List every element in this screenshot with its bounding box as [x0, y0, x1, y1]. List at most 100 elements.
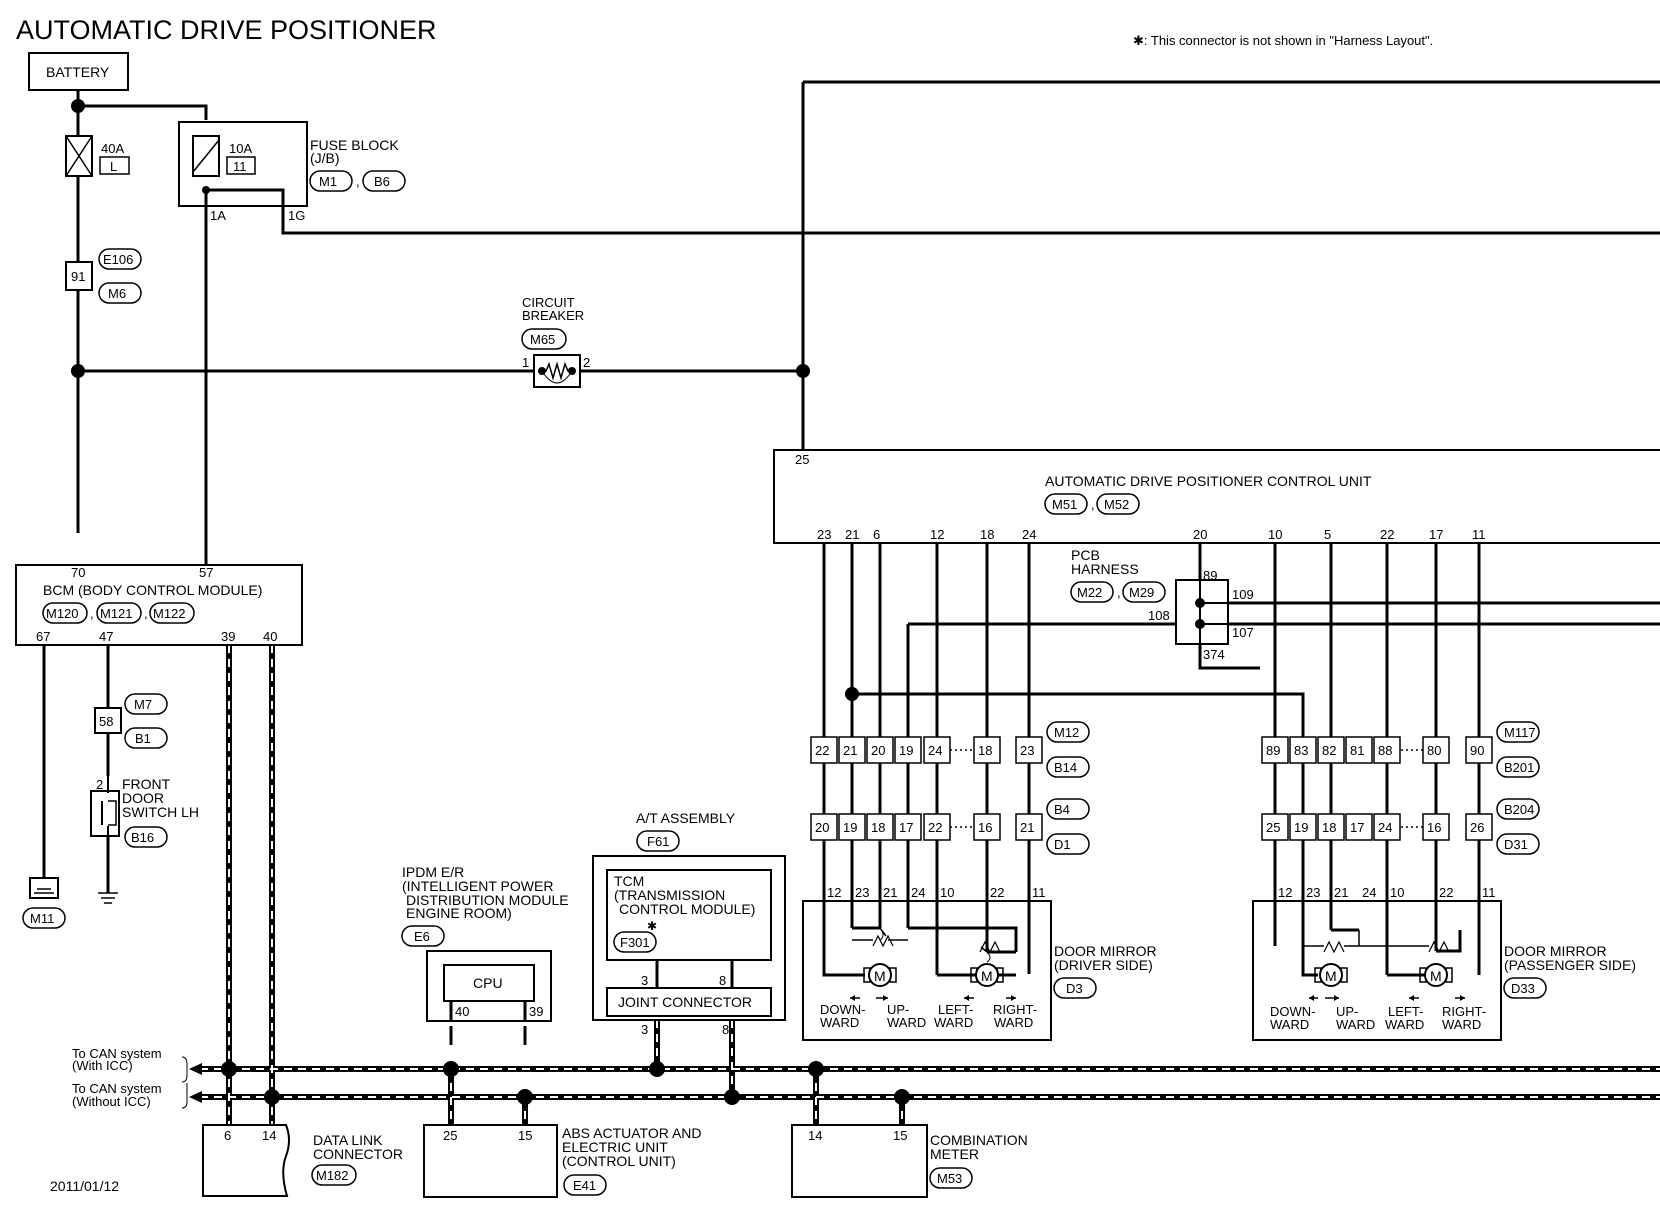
svg-text:To CAN system: To CAN system [72, 1046, 162, 1061]
ipdm-er: IPDM E/R (INTELLIGENT POWER DISTRIBUTION… [401, 864, 569, 1022]
svg-text:(CONTROL UNIT): (CONTROL UNIT) [562, 1153, 676, 1169]
svg-text:40: 40 [455, 1004, 469, 1019]
svg-text:(J/B): (J/B) [310, 150, 340, 166]
adp-pin-label: 20 [1193, 527, 1207, 542]
mirror-pin-label: 11 [1482, 885, 1496, 900]
connector-m7: 58 M7 B1 [94, 693, 168, 749]
conn-b201-badge [1496, 756, 1540, 778]
svg-text:UP-: UP- [1336, 1004, 1358, 1019]
mirror-pin-label: 23 [1306, 885, 1320, 900]
svg-text:M11: M11 [30, 911, 54, 926]
svg-text:3: 3 [641, 1022, 648, 1037]
front-door-switch: 2 FRONT DOOR SWITCH LH B16 [90, 776, 199, 904]
svg-text:WARD: WARD [887, 1015, 926, 1030]
pass-row1-pin-label: 81 [1350, 743, 1364, 758]
driver-row1-pin-box [1015, 736, 1043, 764]
svg-text:1G: 1G [288, 208, 305, 223]
svg-text:B16: B16 [131, 830, 154, 845]
svg-text:39: 39 [221, 629, 235, 644]
mirror-pin-label: 21 [883, 885, 897, 900]
svg-text:AUTOMATIC DRIVE POSITIONER CON: AUTOMATIC DRIVE POSITIONER CONTROL UNIT [1045, 473, 1372, 489]
driver-row2-pin-label: 21 [1020, 820, 1034, 835]
svg-text:E106: E106 [103, 252, 133, 267]
pass-row2-pin-box [1465, 813, 1493, 841]
conn-b4-label: B4 [1054, 802, 1070, 817]
driver-row2-pin-box [810, 813, 838, 841]
driver-row2-pin-label: 16 [978, 820, 992, 835]
mirror-pin-label: 22 [990, 885, 1004, 900]
svg-text:89: 89 [1203, 568, 1217, 583]
svg-text:E41: E41 [573, 1178, 596, 1193]
pass-row2-pin-box [1261, 813, 1289, 841]
conn-b14-label: B14 [1054, 760, 1077, 775]
connector-e106: 91 E106 M6 [65, 248, 142, 304]
svg-text:FUSE BLOCK: FUSE BLOCK [310, 137, 399, 153]
svg-text:IPDM E/R: IPDM E/R [402, 864, 464, 880]
svg-text:58: 58 [99, 714, 113, 729]
adp-pin-label: 24 [1022, 527, 1036, 542]
svg-text:F301: F301 [620, 935, 650, 950]
circuit-breaker: CIRCUIT BREAKER M65 1 2 [521, 295, 590, 388]
svg-text:WARD: WARD [994, 1015, 1033, 1030]
svg-text:(TRANSMISSION: (TRANSMISSION [614, 887, 725, 903]
svg-text:ENGINE ROOM): ENGINE ROOM) [406, 905, 512, 921]
svg-text:8: 8 [719, 973, 726, 988]
svg-text:WARD: WARD [1385, 1017, 1424, 1032]
svg-text:D3: D3 [1066, 981, 1083, 996]
svg-text:CIRCUIT: CIRCUIT [522, 295, 575, 310]
svg-text:1: 1 [522, 355, 529, 370]
adp-control-unit: 25 AUTOMATIC DRIVE POSITIONER CONTROL UN… [773, 449, 1660, 544]
pass-row1-pin-box [1422, 736, 1450, 764]
svg-text:M120: M120 [46, 606, 79, 621]
driver-row1-pin-box [810, 736, 838, 764]
pass-row1-pin-label: 83 [1294, 743, 1308, 758]
svg-text:DOOR MIRROR: DOOR MIRROR [1504, 943, 1607, 959]
svg-text:,: , [90, 606, 94, 621]
battery: BATTERY [28, 52, 129, 91]
svg-text:(Without ICC): (Without ICC) [72, 1094, 151, 1109]
driver-row2-pin-box [923, 813, 951, 841]
svg-text:67: 67 [36, 629, 50, 644]
svg-text:8: 8 [722, 1022, 729, 1037]
pass-row2-pin-label: 17 [1350, 820, 1364, 835]
svg-text:6: 6 [224, 1128, 231, 1143]
conn-m117-label: M117 [1504, 725, 1536, 740]
mirror-pin-label: 10 [940, 885, 954, 900]
conn-b204-label: B204 [1504, 802, 1534, 817]
pass-row2-pin-label: 24 [1378, 820, 1392, 835]
driver-row2-pin-label: 20 [815, 820, 829, 835]
driver-row2-pin-label: 19 [843, 820, 857, 835]
mirror-pin-label: 24 [1362, 885, 1376, 900]
svg-text:2: 2 [96, 777, 103, 792]
pass-row2-pin-label: 19 [1294, 820, 1308, 835]
adp-pin-label: 11 [1472, 527, 1486, 542]
svg-text:,: , [144, 606, 148, 621]
adp-pin-label: 23 [817, 527, 831, 542]
mirror-pin-label: 21 [1334, 885, 1348, 900]
pass-row1-pin-box [1465, 736, 1493, 764]
svg-text:LEFT-: LEFT- [938, 1002, 973, 1017]
svg-text:METER: METER [930, 1146, 979, 1162]
svg-text:14: 14 [808, 1128, 822, 1143]
abs-actuator: 25 15 ABS ACTUATOR AND ELECTRIC UNIT (CO… [423, 1124, 702, 1198]
svg-text:57: 57 [199, 565, 213, 580]
svg-text:15: 15 [893, 1128, 907, 1143]
pass-row2-pin-box [1317, 813, 1345, 841]
svg-text:UP-: UP- [887, 1002, 909, 1017]
svg-text:M29: M29 [1129, 585, 1154, 600]
mirror-pin-label: 23 [855, 885, 869, 900]
adp-pin-label: 18 [980, 527, 994, 542]
date-stamp: 2011/01/12 [50, 1178, 119, 1194]
page-title: AUTOMATIC DRIVE POSITIONER [16, 15, 437, 45]
svg-text:,: , [356, 174, 360, 189]
driver-row1-pin-label: 24 [928, 743, 942, 758]
svg-text:COMBINATION: COMBINATION [930, 1132, 1028, 1148]
svg-text:(INTELLIGENT POWER: (INTELLIGENT POWER [402, 878, 553, 894]
conn-b204-badge [1496, 798, 1540, 820]
svg-text:✱: ✱ [647, 919, 657, 933]
pass-row2-pin-label: 16 [1427, 820, 1441, 835]
can-labels: To CAN system (With ICC) To CAN system (… [72, 1046, 162, 1109]
svg-text:M182: M182 [316, 1168, 349, 1183]
